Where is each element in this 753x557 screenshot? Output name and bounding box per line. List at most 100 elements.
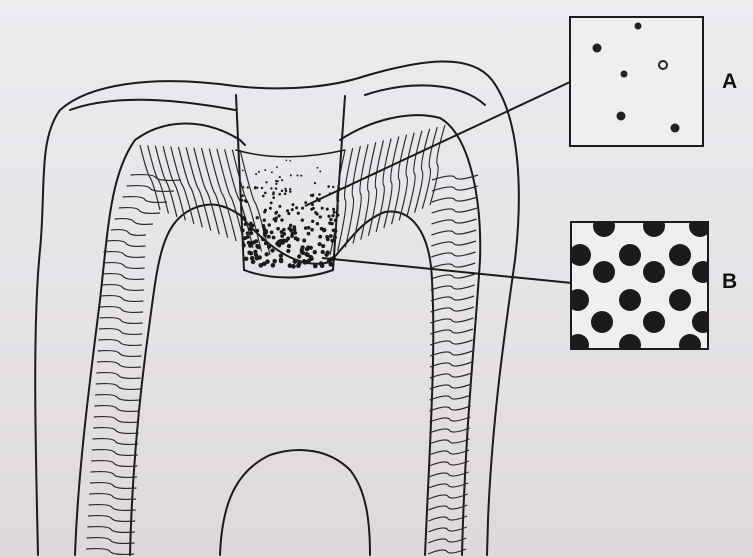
- cavity-dot: [270, 248, 274, 252]
- tubule-line: [431, 263, 475, 268]
- inset-b-dot: [692, 311, 714, 333]
- cavity-dot: [304, 201, 307, 204]
- cavity-dot: [286, 249, 290, 253]
- cavity-dot: [261, 237, 265, 241]
- cavity-dot: [263, 219, 266, 222]
- cavity-dot: [296, 263, 301, 268]
- cavity-dot: [281, 190, 284, 193]
- tubule-line: [103, 263, 145, 269]
- cavity-dot: [282, 232, 286, 236]
- cavity-dot: [333, 235, 337, 239]
- cavity-dot: [328, 221, 331, 224]
- inset-b-dot: [619, 289, 641, 311]
- cavity-dot: [339, 164, 341, 166]
- tubule-line: [407, 131, 422, 217]
- tubule-line: [399, 133, 414, 221]
- cavity-dot: [310, 194, 313, 197]
- tubule-line: [429, 417, 470, 422]
- cavity-dot: [257, 245, 261, 249]
- tubule-line: [101, 296, 144, 302]
- cavity-dot: [287, 244, 291, 248]
- cavity-dot: [257, 255, 261, 259]
- cavity-dot: [321, 250, 325, 254]
- cavity-dot: [275, 180, 277, 182]
- cavity-dot: [334, 219, 337, 222]
- tubule-line: [432, 219, 477, 224]
- tubule-line: [429, 439, 469, 444]
- cavity-dot: [301, 219, 304, 222]
- cavity-dot: [254, 253, 258, 257]
- cavity-dot: [264, 229, 268, 233]
- tubule-line: [428, 516, 467, 521]
- cavity-dot: [264, 192, 267, 195]
- tubule-line: [209, 148, 236, 241]
- cavity-dot: [258, 171, 260, 173]
- cavity-dot: [291, 208, 294, 211]
- tubule-line: [430, 340, 472, 345]
- inset-a: [570, 17, 703, 146]
- cavity-dot: [331, 214, 334, 217]
- cavity-dot: [297, 254, 301, 258]
- tubule-line: [123, 197, 167, 203]
- cavity-dot: [272, 236, 276, 240]
- root-furcation: [220, 450, 370, 555]
- cavity-dot: [275, 183, 277, 185]
- cavity-dot: [321, 207, 324, 210]
- inset-b-dot: [593, 215, 615, 237]
- cavity-dot: [269, 207, 272, 210]
- tubule-line: [431, 296, 474, 301]
- cavity-dot: [244, 257, 248, 261]
- tubule-line: [86, 549, 134, 555]
- cavity-dot: [264, 241, 268, 245]
- tubule-line: [428, 549, 466, 554]
- cavity-top: [236, 150, 345, 157]
- cavity-dot: [333, 211, 336, 214]
- tubule-line: [431, 230, 476, 235]
- cavity-dot: [270, 187, 272, 189]
- tubule-line: [100, 307, 143, 313]
- cavity-dot: [279, 254, 283, 258]
- cavity-dot: [277, 214, 280, 217]
- cavity-dot: [295, 206, 298, 209]
- cavity-dot: [261, 187, 263, 189]
- cavity-dot: [274, 212, 277, 215]
- cavity-dot: [267, 235, 271, 239]
- tubule-line: [98, 340, 142, 346]
- cavity-dot: [304, 252, 308, 256]
- cavity-dot: [242, 243, 246, 247]
- cavity-dot: [241, 194, 244, 197]
- cavity-dot: [279, 258, 284, 263]
- cavity-dot: [262, 261, 267, 266]
- tubule-line: [429, 494, 468, 499]
- cavity-dot: [289, 160, 291, 162]
- cavity-dot: [286, 209, 289, 212]
- cavity-dot: [326, 237, 330, 241]
- tubule-line: [430, 329, 473, 334]
- tubule-line: [431, 241, 476, 246]
- inset-b: [567, 215, 714, 356]
- cavity-dot: [278, 205, 281, 208]
- tubule-line: [102, 274, 144, 280]
- tubule-line: [87, 527, 135, 533]
- inset-b-dot: [669, 244, 691, 266]
- cavity-dot: [307, 232, 311, 236]
- cavity-dot: [270, 231, 274, 235]
- tubule-line: [94, 417, 139, 423]
- tubule-line: [368, 140, 383, 235]
- cavity-dot: [319, 170, 321, 172]
- cavity-dot: [278, 193, 281, 196]
- cavity-dot: [273, 217, 276, 220]
- tubule-line: [432, 208, 477, 213]
- tubule-line: [97, 362, 141, 368]
- enamel-inner-line: [365, 85, 485, 105]
- cavity-dot: [289, 229, 293, 233]
- cavity-dot: [313, 264, 318, 269]
- tubule-line: [430, 406, 471, 411]
- cavity-dot: [288, 263, 293, 268]
- cavity-dot: [300, 175, 302, 177]
- tubule-line: [415, 129, 430, 213]
- tubule-line: [88, 516, 135, 522]
- cavity-dot: [242, 169, 244, 171]
- inset-b-dot: [593, 261, 615, 283]
